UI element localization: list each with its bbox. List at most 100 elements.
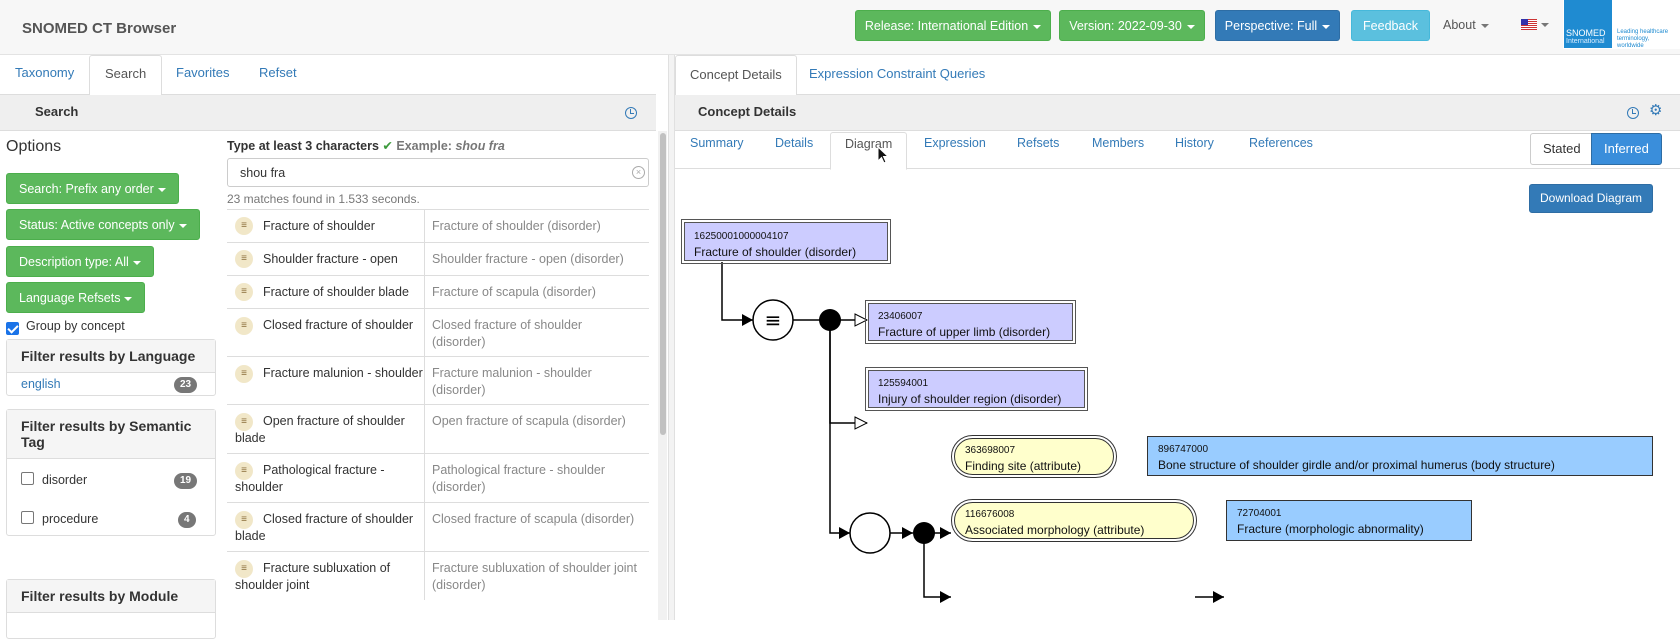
inferred-toggle-button[interactable]: Inferred [1591,133,1662,165]
concept-icon: ≡ [235,283,253,301]
column-divider [424,243,425,275]
filter-semantic-procedure[interactable]: procedure [42,512,99,526]
release-dropdown[interactable]: Release: International Edition [855,10,1051,41]
column-divider [424,454,425,502]
snomed-logo: SNOMED International Leading healthcare … [1563,0,1680,49]
history-clock-icon[interactable] [625,107,637,119]
result-term[interactable]: Closed fracture of shoulder blade [235,512,414,543]
result-fsn: Pathological fracture - shoulder (disord… [432,463,606,494]
tab-concept-details[interactable]: Concept Details [675,55,797,96]
focus-concept-node[interactable]: 16250001000004107 Fracture of shoulder (… [681,219,891,264]
chevron-down-icon [1033,24,1042,29]
status-dropdown[interactable]: Status: Active concepts only [6,209,200,240]
table-row[interactable]: ≡ Fracture subluxation of shoulder joint… [227,551,649,600]
result-term[interactable]: Fracture malunion - shoulder [263,366,423,380]
column-divider [424,210,425,242]
table-row[interactable]: ≡ Fracture malunion - shoulder Fracture … [227,356,649,404]
gear-icon[interactable]: ⚙ [1649,102,1663,119]
tab-details[interactable]: Details [775,136,814,150]
tab-search[interactable]: Search [89,55,163,96]
group-by-concept-checkbox[interactable] [6,322,19,335]
search-hint: Type at least 3 characters ✔ Example: sh… [227,138,505,153]
result-term[interactable]: Pathological fracture - shoulder [235,463,385,494]
concept-label: Bone structure of shoulder girdle and/or… [1158,458,1555,472]
column-divider [424,552,425,600]
chevron-down-icon[interactable] [1541,23,1549,27]
status-label: Status: Active concepts only [19,218,175,232]
filter-language-english[interactable]: english [21,377,61,391]
parent-concept-node[interactable]: 125594001 Injury of shoulder region (dis… [865,367,1088,411]
chevron-down-icon [178,223,187,228]
clear-search-icon[interactable]: × [632,166,645,179]
filter-semantic-disorder[interactable]: disorder [42,473,88,487]
tab-favorites[interactable]: Favorites [176,65,230,80]
tab-diagram[interactable]: Diagram [830,132,908,170]
history-clock-icon[interactable] [1627,107,1639,119]
version-dropdown[interactable]: Version: 2022-09-30 [1059,10,1205,41]
example-label: Example: [396,139,452,153]
tab-expression-constraint-queries[interactable]: Expression Constraint Queries [809,66,986,81]
result-term[interactable]: Open fracture of shoulder blade [235,414,405,445]
result-term[interactable]: Fracture of shoulder blade [263,285,409,299]
semantic-tag-filter-panel: Filter results by Semantic Tag disorder … [6,409,216,536]
value-concept-node[interactable]: 896747000 Bone structure of shoulder gir… [1147,436,1653,476]
table-row[interactable]: ≡ Shoulder fracture - open Shoulder frac… [227,242,649,275]
result-fsn: Shoulder fracture - open (disorder) [432,252,624,266]
chevron-down-icon [124,296,133,301]
description-type-dropdown[interactable]: Description type: All [6,246,154,277]
search-results-area: Type at least 3 characters ✔ Example: sh… [222,131,656,620]
download-diagram-button[interactable]: Download Diagram [1529,184,1654,213]
attribute-node[interactable]: 363698007 Finding site (attribute) [951,435,1117,478]
attribute-group-node [849,512,891,554]
panel-resize-handle[interactable] [668,55,675,620]
column-divider [424,309,425,356]
tab-history[interactable]: History [1175,136,1214,150]
search-mode-dropdown[interactable]: Search: Prefix any order [6,173,179,204]
concept-label: Fracture (morphologic abnormality) [1237,522,1424,536]
result-fsn: Closed fracture of shoulder (disorder) [432,318,583,349]
search-input[interactable] [227,158,649,187]
language-refsets-dropdown[interactable]: Language Refsets [6,282,146,313]
disorder-checkbox[interactable] [21,472,34,485]
tab-expression[interactable]: Expression [924,136,986,150]
tab-summary[interactable]: Summary [690,136,744,150]
concept-id: 72704001 [1237,508,1282,519]
table-row[interactable]: ≡ Closed fracture of shoulder blade Clos… [227,502,649,551]
stated-toggle-button[interactable]: Stated [1530,133,1594,165]
feedback-button[interactable]: Feedback [1351,10,1430,41]
tab-taxonomy[interactable]: Taxonomy [15,65,75,80]
concept-id: 125594001 [878,378,929,389]
language-flag-icon[interactable] [1521,19,1537,30]
result-term[interactable]: Closed fracture of shoulder [263,318,414,332]
table-row[interactable]: ≡ Open fracture of shoulder blade Open f… [227,404,649,453]
tab-refsets[interactable]: Refsets [1017,136,1060,150]
tab-references[interactable]: References [1249,136,1313,150]
options-title: Options [6,138,62,155]
result-term[interactable]: Shoulder fracture - open [263,252,398,266]
result-fsn: Fracture of shoulder (disorder) [432,219,601,233]
value-concept-node[interactable]: 72704001 Fracture (morphologic abnormali… [1226,500,1472,541]
concept-label: Injury of shoulder region (disorder) [878,392,1062,406]
table-row[interactable]: ≡ Fracture of shoulder Fracture of shoul… [227,209,649,242]
attribute-id: 363698007 [965,445,1016,456]
perspective-dropdown[interactable]: Perspective: Full [1215,10,1340,41]
about-dropdown[interactable]: About [1443,18,1489,32]
concept-details-header: Concept Details [675,95,1680,131]
chevron-down-icon [132,260,141,265]
parent-concept-node[interactable]: 23406007 Fracture of upper limb (disorde… [865,300,1076,344]
about-label: About [1443,18,1476,32]
language-refsets-label: Language Refsets [19,291,121,305]
result-term[interactable]: Fracture of shoulder [263,219,375,233]
count-badge: 23 [174,377,198,393]
procedure-checkbox[interactable] [21,511,34,524]
table-row[interactable]: ≡ Closed fracture of shoulder Closed fra… [227,308,649,356]
table-row[interactable]: ≡ Fracture of shoulder blade Fracture of… [227,275,649,308]
concept-id: 23406007 [878,311,923,322]
attribute-node[interactable]: 116676008 Associated morphology (attribu… [951,499,1197,542]
result-term[interactable]: Fracture subluxation of shoulder joint [235,561,391,592]
tab-refset[interactable]: Refset [259,65,297,80]
tab-members[interactable]: Members [1092,136,1145,150]
concept-icon: ≡ [235,217,253,235]
table-row[interactable]: ≡ Pathological fracture - shoulder Patho… [227,453,649,502]
scrollbar-thumb[interactable] [660,133,666,435]
